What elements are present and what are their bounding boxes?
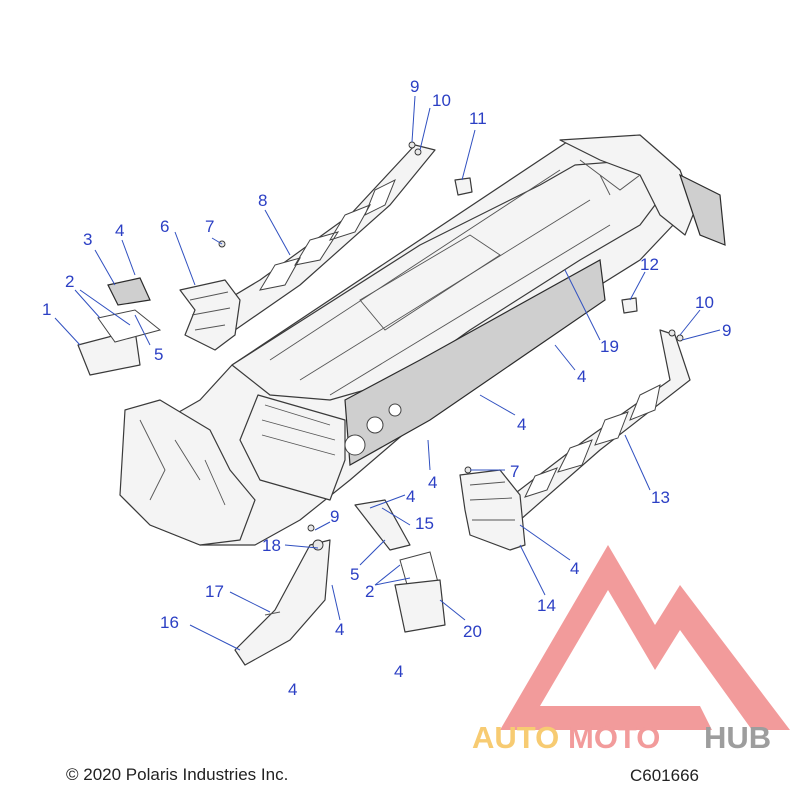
right-lower-panels [234,499,446,666]
callout-9: 9 [330,507,339,526]
callout-4: 4 [570,559,579,578]
logo-text-hub: HUB [704,720,771,755]
callout-4: 4 [406,487,415,506]
callout-4: 4 [517,415,526,434]
callout-18: 18 [262,536,281,555]
logo-text-auto: AUTO [472,720,559,755]
callout-8: 8 [258,191,267,210]
drawing-number: C601666 [630,766,700,785]
callout-7: 7 [205,217,214,236]
callout-5: 5 [350,565,359,584]
callout-4: 4 [115,221,124,240]
callout-4: 4 [577,367,586,386]
callout-5: 5 [154,345,163,364]
callout-12: 12 [640,255,659,274]
callout-15: 15 [415,514,434,533]
callout-19: 19 [600,337,619,356]
chassis-tunnel [119,134,726,546]
callout-11: 11 [469,109,487,128]
logo-text-moto: MOTO [568,720,660,755]
copyright-text: © 2020 Polaris Industries Inc. [66,765,289,784]
callout-7: 7 [510,462,519,481]
callout-16: 16 [160,613,179,632]
callout-1: 1 [42,300,51,319]
footrest-left [179,279,241,351]
callout-20: 20 [463,622,482,641]
footrest-right [459,469,526,551]
callout-17: 17 [205,582,224,601]
leader-lines [54,95,721,651]
automotohub-logo: AUTO MOTO HUB [472,545,790,755]
callout-labels: 9 10 11 8 6 7 3 4 2 1 5 12 10 9 19 4 4 4… [42,77,731,699]
callout-2: 2 [365,582,374,601]
callout-13: 13 [651,488,670,507]
callout-4: 4 [428,473,437,492]
callout-10: 10 [695,293,714,312]
small-parts [218,141,684,532]
callout-6: 6 [160,217,169,236]
callout-14: 14 [537,596,556,615]
callout-10: 10 [432,91,451,110]
callout-4: 4 [335,620,344,639]
callout-9: 9 [410,77,419,96]
callout-4: 4 [288,680,297,699]
callout-3: 3 [83,230,92,249]
left-front-panels [77,277,162,376]
callout-2: 2 [65,272,74,291]
callout-9: 9 [722,321,731,340]
callout-4: 4 [394,662,403,681]
